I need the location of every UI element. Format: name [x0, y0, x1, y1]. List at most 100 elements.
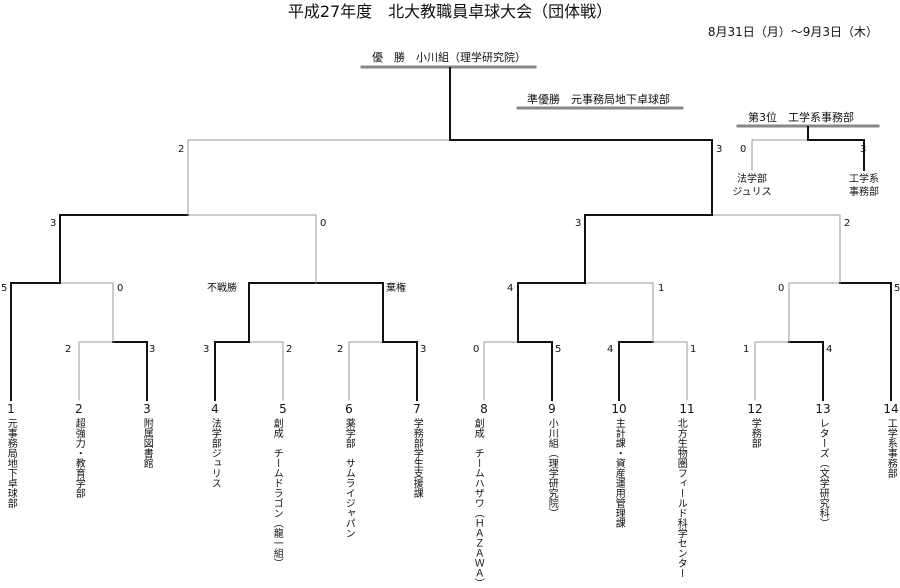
team-name-line: 北方生物圏 [675, 418, 687, 468]
match-4v5 [214, 341, 250, 401]
team-number: 11 [679, 402, 695, 416]
team-name: 附属図書館 [141, 418, 152, 468]
team-name-line: フィールド科学センター [675, 468, 687, 578]
match-8v9 [483, 341, 519, 401]
team-name-line: レターズ（文学研究科） [817, 418, 829, 528]
team-name: 主計課・資産運用管理課 [613, 418, 624, 528]
team-name-line: 主計課・資産運用管理課 [613, 418, 625, 528]
score-third-left: 0 [740, 144, 747, 155]
match-2v3 [78, 341, 114, 401]
team-name-line: （龍一組） [271, 518, 283, 568]
match-4v5-lose [248, 341, 284, 401]
team-number: 9 [548, 402, 556, 416]
team-number: 8 [480, 402, 488, 416]
sf-right-win [584, 214, 713, 284]
team-name: 創成 チームドラゴン（龍一組） [271, 418, 282, 568]
team-name-line: （ＨＡＺＡＷＡ） [472, 508, 484, 588]
score-third-right: 3 [860, 144, 867, 155]
team-number: 14 [883, 402, 899, 416]
score-sf-right-a: 3 [575, 218, 582, 229]
team-number: 7 [413, 402, 421, 416]
sf-left-lose [187, 214, 317, 284]
team-name: 創成 チームハザワ（ＨＡＺＡＷＡ） [472, 418, 483, 588]
team-name: 薬学部 サムライジャパン [343, 418, 354, 538]
match-10v11 [618, 341, 654, 401]
final-right-win [449, 139, 713, 216]
score-r2-team9: 4 [507, 283, 514, 294]
score-final-left: 2 [178, 144, 185, 155]
match-4v7-win [248, 282, 317, 343]
match-8v9-win [517, 341, 553, 401]
team-name: 北方生物圏フィールド科学センター [675, 418, 686, 578]
score-final-right: 3 [716, 144, 723, 155]
score-r2-team14: 5 [894, 283, 900, 294]
score-r2-team3: 0 [117, 283, 124, 294]
team-name: 工学系事務部 [885, 418, 896, 478]
match-12v13-win [788, 341, 824, 401]
score-team8: 0 [473, 344, 480, 355]
team-name-line: 元事務局地下卓球部 [5, 418, 17, 508]
score-team6: 2 [337, 344, 344, 355]
page-title: 平成27年度 北大教職員卓球大会（団体戦） [287, 2, 613, 21]
final-left [187, 139, 451, 216]
score-team13: 4 [826, 344, 833, 355]
team-name-line: 超強力・教育学部 [73, 418, 85, 498]
team-name: 学務部 [749, 418, 760, 448]
score-team12: 1 [743, 344, 750, 355]
match-1v3-win [10, 282, 61, 401]
team-name: 小川組（理学研究院） [546, 418, 557, 518]
team-name: 元事務局地下卓球部 [5, 418, 16, 508]
team-name-line: 法学部ジュリス [209, 418, 221, 488]
score-r2-team10: 1 [658, 283, 665, 294]
third-place-left-team: 法学部 ジュリス [732, 174, 772, 198]
team-name-line: 創成 チームハザワ [472, 418, 484, 508]
team-number: 1 [7, 402, 15, 416]
score-sf-left-b: 0 [320, 218, 327, 229]
team-name: 法学部ジュリス [209, 418, 220, 488]
team-number: 12 [747, 402, 763, 416]
third-place-right-team: 工学系 事務部 [849, 174, 879, 198]
match-9v10-lose [584, 282, 654, 343]
score-sf-left-a: 3 [50, 218, 57, 229]
team-number: 3 [143, 402, 151, 416]
match-10v11-lose [652, 341, 688, 401]
team-name-line: 工学系事務部 [885, 418, 897, 478]
score-team7: 3 [420, 344, 427, 355]
team-number: 6 [345, 402, 353, 416]
score-team2: 2 [65, 344, 72, 355]
team-number: 10 [611, 402, 627, 416]
score-r2-team13: 0 [778, 283, 785, 294]
match-4v7-lose [315, 282, 384, 343]
match-12v13 [754, 341, 790, 401]
team-name-line: 附属図書館 [141, 418, 153, 468]
score-r2-team1: 5 [1, 283, 8, 294]
runner-up-label: 準優勝 元事務局地下卓球部 [527, 93, 670, 106]
score-team4: 3 [203, 344, 210, 355]
match-2v3-win [112, 341, 148, 401]
match-1v3-lose [59, 282, 114, 343]
team-name-line: 創成 チームドラゴン [271, 418, 283, 518]
score-r2-team4: 不戦勝 [207, 283, 237, 294]
match-13v14-win [839, 282, 892, 401]
score-team3: 3 [149, 344, 156, 355]
score-team5: 2 [286, 344, 293, 355]
score-team9: 5 [555, 344, 562, 355]
score-r2-team7: 棄権 [386, 283, 406, 294]
third-left [751, 139, 809, 171]
team-name: 学務部学生支援課 [411, 418, 422, 498]
sf-left-win [59, 214, 189, 284]
score-team10: 4 [607, 344, 614, 355]
team-number: 2 [75, 402, 83, 416]
team-name-line: 薬学部 サムライジャパン [343, 418, 355, 538]
tournament-bracket [10, 65, 892, 401]
team-name: レターズ（文学研究科） [817, 418, 828, 528]
match-6v7 [348, 341, 384, 401]
match-13v14-lose [788, 282, 841, 343]
sf-right-lose [711, 214, 841, 284]
third-place-label: 第3位 工学系事務部 [748, 111, 854, 124]
team-number: 13 [815, 402, 831, 416]
score-sf-right-b: 2 [844, 218, 851, 229]
match-9v10-win [517, 282, 586, 343]
team-name: 超強力・教育学部 [73, 418, 84, 498]
champion-label: 優 勝 小川組（理学研究院） [372, 51, 526, 64]
